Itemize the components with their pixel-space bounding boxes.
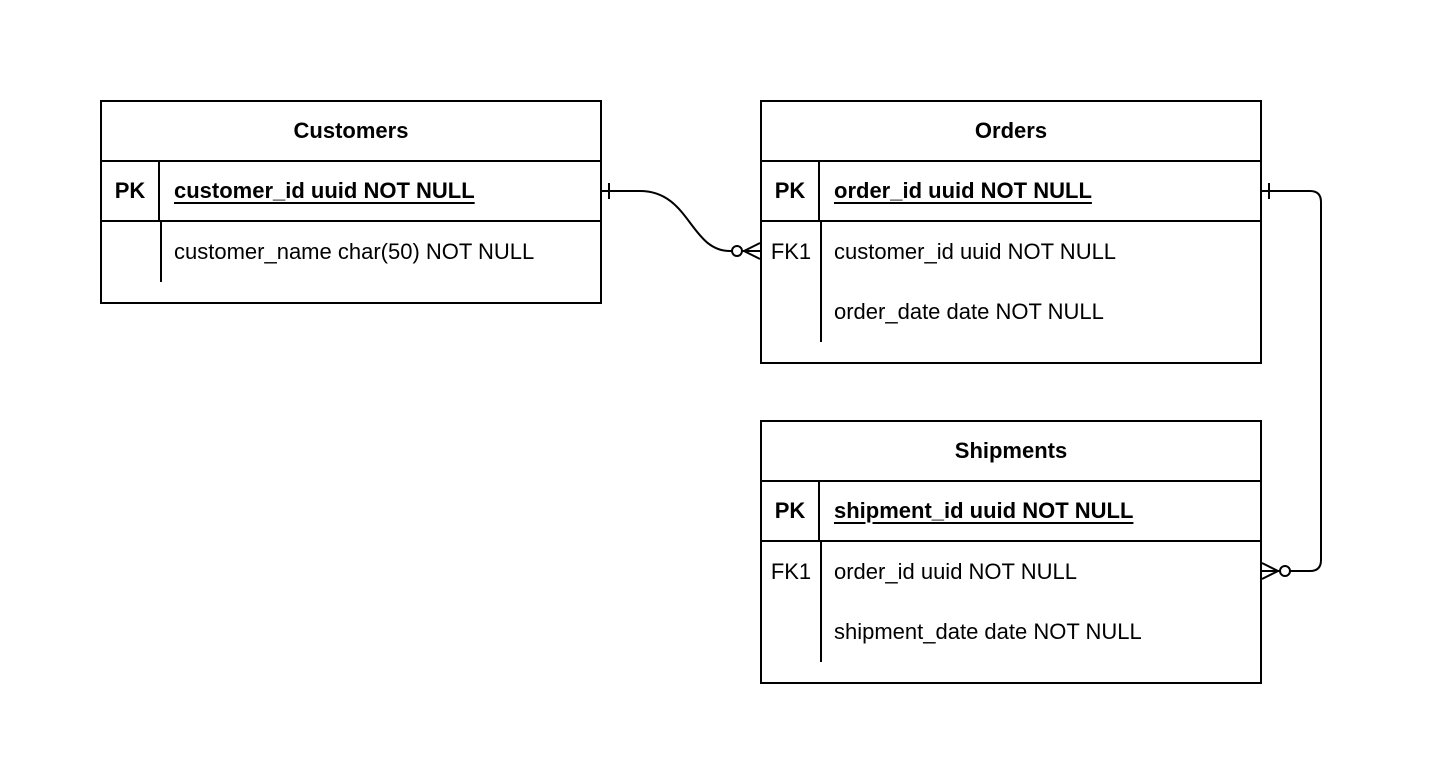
attribute-block: FK1 customer_id uuid NOT NULL order_date… <box>762 222 1260 362</box>
key-label: PK <box>762 482 820 540</box>
cardinality-many-marker-upper <box>743 242 761 252</box>
attribute-row: FK1 order_id uuid NOT NULL <box>762 542 1260 602</box>
key-label <box>762 602 820 662</box>
relationship-line-customers-orders <box>602 190 760 252</box>
key-label: FK1 <box>770 239 812 264</box>
key-label <box>762 282 820 342</box>
relationship-customers-orders <box>602 183 761 260</box>
attribute-block: customer_name char(50) NOT NULL <box>102 222 600 302</box>
attribute-divider <box>160 222 162 282</box>
relationship-orders-shipments <box>1261 183 1322 580</box>
entity-customers[interactable]: Customers PK customer_id uuid NOT NULL c… <box>100 100 602 304</box>
field-definition: order_id uuid NOT NULL <box>834 559 1077 584</box>
cardinality-many-marker-lower <box>743 250 761 260</box>
attribute-row: shipment_date date NOT NULL <box>762 602 1260 662</box>
field-definition: customer_id uuid NOT NULL <box>834 239 1117 264</box>
cardinality-zero-marker <box>731 245 743 257</box>
key-label: FK1 <box>770 559 812 584</box>
primary-key-row: PK shipment_id uuid NOT NULL <box>762 482 1260 542</box>
primary-key-row: PK customer_id uuid NOT NULL <box>102 162 600 222</box>
key-label: PK <box>762 162 820 220</box>
field-definition: shipment_date date NOT NULL <box>834 619 1142 644</box>
entity-title: Customers <box>102 102 600 162</box>
attribute-row: customer_name char(50) NOT NULL <box>102 222 600 282</box>
field-definition: order_id uuid NOT NULL <box>834 178 1092 203</box>
attribute-block: FK1 order_id uuid NOT NULL shipment_date… <box>762 542 1260 682</box>
entity-shipments[interactable]: Shipments PK shipment_id uuid NOT NULL F… <box>760 420 1262 684</box>
field-definition: customer_name char(50) NOT NULL <box>174 239 535 264</box>
field-definition: order_date date NOT NULL <box>834 299 1104 324</box>
entity-title: Orders <box>762 102 1260 162</box>
key-label <box>102 222 160 282</box>
field-definition: customer_id uuid NOT NULL <box>174 178 475 203</box>
cardinality-many-marker-upper <box>1261 562 1279 572</box>
entity-title: Shipments <box>762 422 1260 482</box>
entity-orders[interactable]: Orders PK order_id uuid NOT NULL FK1 cus… <box>760 100 1262 364</box>
cardinality-many-marker-lower <box>1261 570 1279 580</box>
attribute-row: order_date date NOT NULL <box>762 282 1260 342</box>
attribute-divider <box>820 542 822 662</box>
relationship-line-orders-shipments <box>1262 190 1322 572</box>
attribute-divider <box>820 222 822 342</box>
cardinality-zero-marker <box>1279 565 1291 577</box>
primary-key-row: PK order_id uuid NOT NULL <box>762 162 1260 222</box>
attribute-row: FK1 customer_id uuid NOT NULL <box>762 222 1260 282</box>
key-label: PK <box>102 162 160 220</box>
field-definition: shipment_id uuid NOT NULL <box>834 498 1134 523</box>
